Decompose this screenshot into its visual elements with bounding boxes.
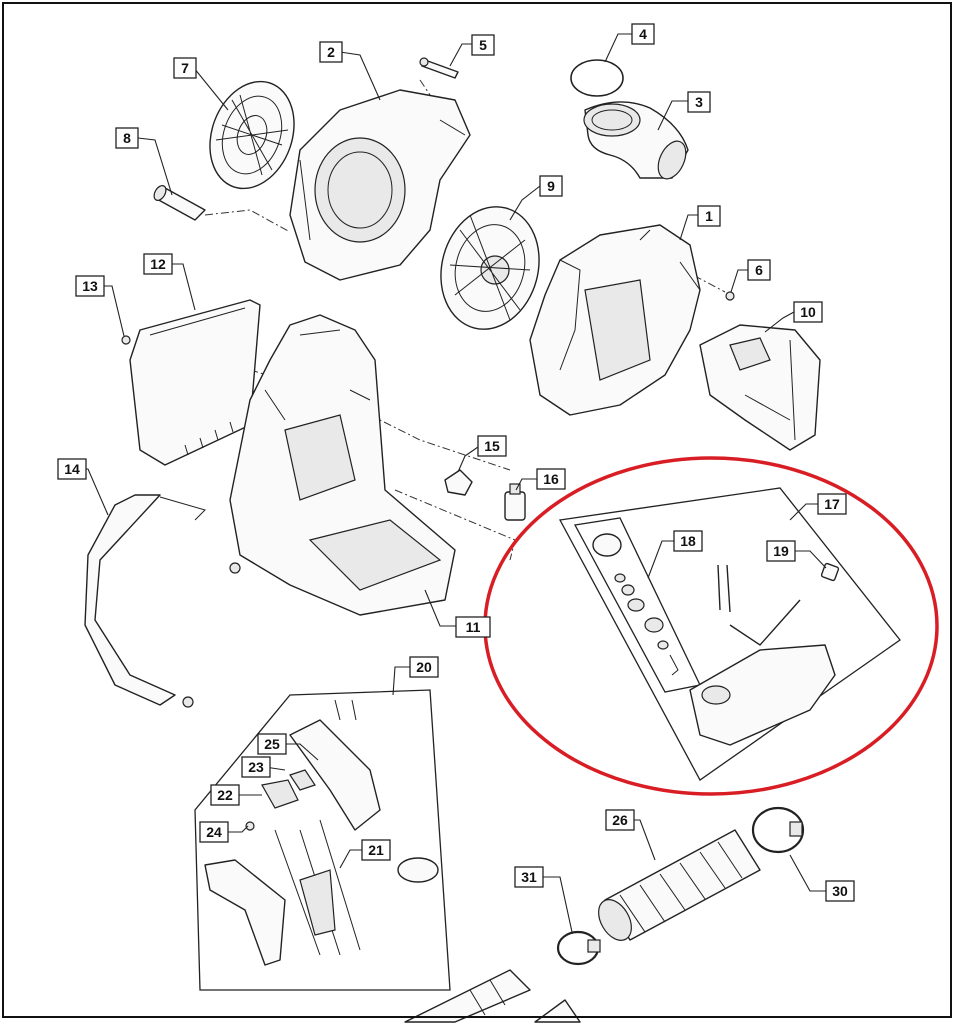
engine-cover-part-10 [699,324,821,451]
svg-text:22: 22 [217,787,233,803]
highlight-circle [483,456,939,796]
handle-kit-box-part-20 [194,689,451,991]
callout-16: 16 [536,468,566,490]
svg-text:15: 15 [484,438,500,454]
impeller-part-9 [440,206,540,330]
callout-24: 24 [199,821,229,843]
valve-part-16 [504,483,526,521]
callout-15: 15 [477,435,507,457]
callout-17: 17 [817,493,847,515]
callouts: 1 2 3 4 5 6 7 8 9 10 11 12 13 14 15 16 1… [57,23,855,902]
callout-7: 7 [173,57,197,79]
svg-text:4: 4 [639,26,647,42]
svg-text:10: 10 [800,304,816,320]
svg-text:16: 16 [543,471,559,487]
screw-part-6 [725,291,735,301]
svg-text:1: 1 [705,208,713,224]
elbow-part-3 [583,101,689,180]
svg-text:31: 31 [521,869,537,885]
leader-lines [72,33,827,933]
callout-9: 9 [539,175,563,197]
bracket-part-15 [444,469,473,496]
callout-2: 2 [319,41,343,63]
callout-18: 18 [673,530,703,552]
svg-text:12: 12 [150,256,166,272]
callout-20: 20 [409,656,439,678]
svg-text:2: 2 [327,44,335,60]
callout-12: 12 [143,253,173,275]
callout-5: 5 [471,34,495,56]
svg-text:18: 18 [680,533,696,549]
callout-11: 11 [455,616,491,638]
clamp-part-31 [556,930,601,966]
blower-housing-part-1 [529,224,701,416]
callout-23: 23 [241,756,271,778]
svg-text:5: 5 [479,37,487,53]
svg-text:9: 9 [547,178,555,194]
back-pad-part-12 [129,299,261,466]
svg-text:30: 30 [832,883,848,899]
svg-text:3: 3 [695,94,703,110]
callout-30: 30 [825,880,855,902]
callout-3: 3 [687,91,711,113]
svg-text:6: 6 [755,262,763,278]
callout-4: 4 [631,23,655,45]
callout-31: 31 [514,866,544,888]
fan-housing-part-2 [289,89,471,281]
screw-part-13 [121,335,131,345]
svg-text:8: 8 [123,130,131,146]
callout-6: 6 [747,259,771,281]
bolt-part-5 [419,57,459,79]
harness-strap-part-14 [84,494,206,708]
callout-13: 13 [75,275,105,297]
frame-part-11 [229,314,456,616]
callout-10: 10 [793,301,823,323]
clamp-part-30 [751,806,805,854]
svg-text:23: 23 [248,759,264,775]
svg-text:14: 14 [64,461,80,477]
callout-21: 21 [361,839,391,861]
svg-text:24: 24 [206,824,222,840]
svg-text:19: 19 [773,543,789,559]
blower-tube [404,969,581,1023]
svg-text:17: 17 [824,496,840,512]
callout-26: 26 [605,809,635,831]
svg-text:11: 11 [466,619,481,635]
callout-1: 1 [697,205,721,227]
fuel-tank-kit-box-part-17 [558,487,901,781]
o-ring-part-4 [570,59,624,97]
svg-text:20: 20 [416,659,432,675]
fan-cover-part-7 [209,80,295,190]
svg-text:25: 25 [264,736,280,752]
callout-22: 22 [210,784,240,806]
svg-text:7: 7 [181,60,189,76]
tube-part-8 [153,185,206,221]
callout-19: 19 [766,540,796,562]
svg-text:26: 26 [612,812,628,828]
callout-25: 25 [257,733,287,755]
svg-text:13: 13 [82,278,98,294]
callout-8: 8 [115,127,139,149]
callout-14: 14 [57,458,87,480]
flex-hose-part-26 [598,829,761,941]
svg-text:21: 21 [368,842,384,858]
